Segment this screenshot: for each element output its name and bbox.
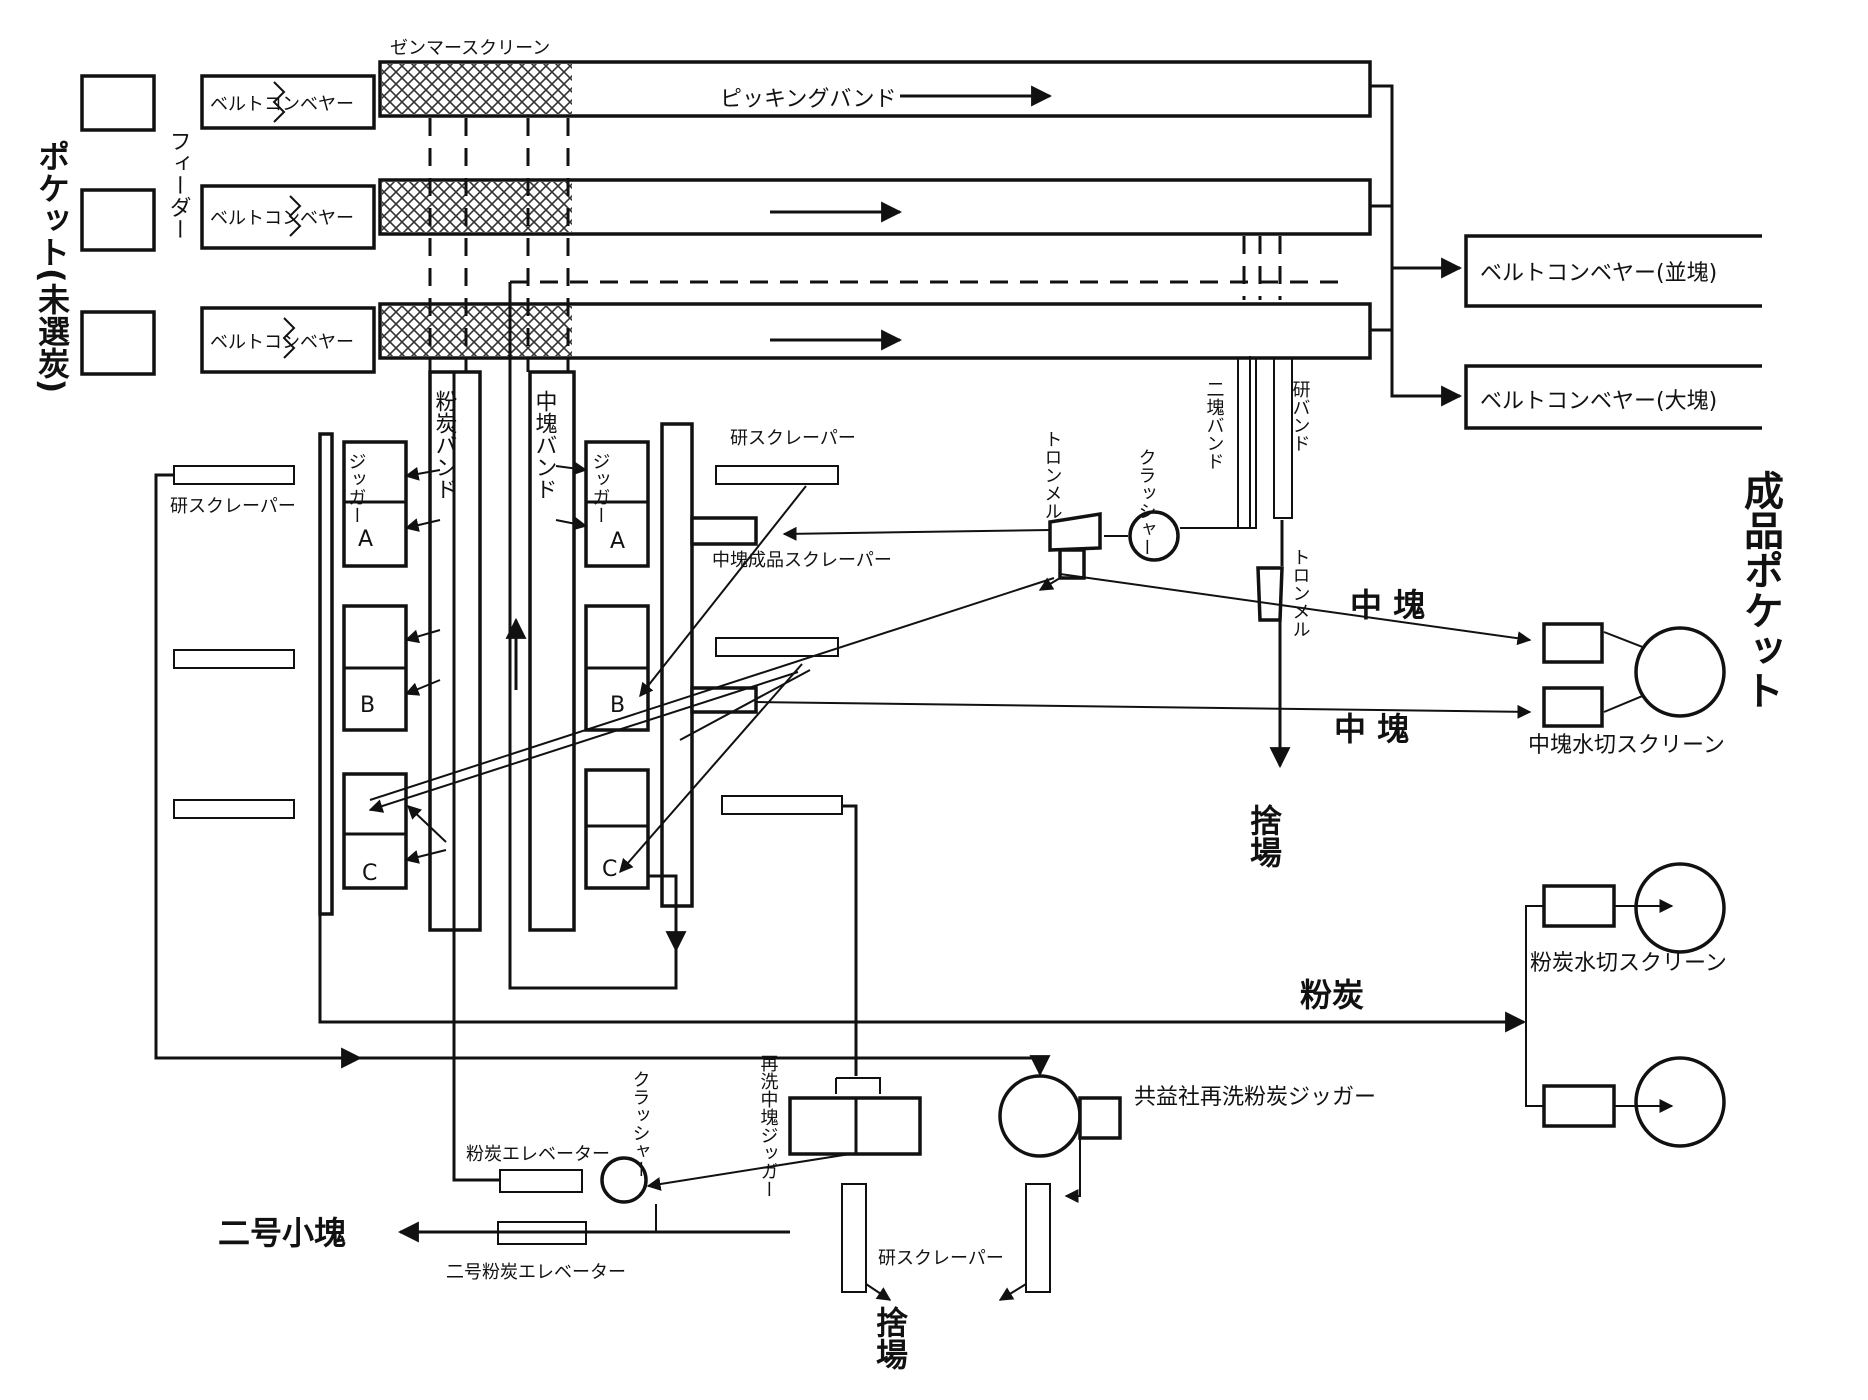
product-pocket-circles [1634,626,1726,1148]
belt-conveyor-1-label: ベルトコンベヤー [210,94,354,115]
mid-lump-band [528,370,576,932]
discard-1-label: 捨場 [1245,803,1283,869]
crusher-1-label: クラッシャー [1136,448,1157,556]
sed-b-left: B [360,693,375,718]
kyoeki-jigger-box [1078,1096,1122,1140]
belt-conveyor-2-label: ベルトコンベヤー [210,208,354,229]
fine-coal-label: 粉炭 [1300,976,1364,1014]
kyoeki-feed [156,1055,1051,1077]
sed-c-right: C [602,857,617,882]
mid-lump-label-2: 中 塊 [1334,710,1409,748]
sludge-scrapers-left [173,465,295,819]
rewash-mid-jigger-label: 再洗中塊ジッガー [758,1054,779,1198]
scraper-to-rewash [842,804,858,1076]
mid-band-label: 中塊バンド [532,390,558,500]
sed-b-right: B [610,693,625,718]
right-jigger-rail [660,422,694,908]
trommel-screen-hatch [382,64,572,356]
fine-dewater-screens [1525,884,1674,1128]
jigger-right-label: ジッガー [590,452,611,524]
trommel-2 [1256,566,1284,622]
pocket-boxes [80,74,156,376]
svg-text:ポケット(未選炭): ポケット(未選炭) [33,140,71,393]
mid-lump-flows [755,573,1532,719]
belt-conveyor-3-label: ベルトコンベヤー [210,332,354,353]
sludge-scraper-left-label: 研スクレーパー [170,496,296,517]
dashed-flow-lines [428,118,1340,372]
pocket-unsorted-label: ポケット(未選炭) [33,140,71,393]
no2-small-label: 二号小塊 [218,1214,346,1252]
fine-coal-line [318,914,1527,1033]
crusher-2 [600,1156,648,1204]
sludge-scraper-bottom-label: 研スクレーパー [878,1248,1004,1269]
feeder-label: フィーダー [166,130,191,240]
sed-a-right: A [610,529,625,554]
flow-arrows-bands [770,85,1053,351]
mid-product-scraper-label: 中塊成品スクレーパー [712,550,892,571]
sed-c-left: C [362,861,377,886]
discard-2-label: 捨場 [871,1305,909,1371]
output-connectors [1370,84,1463,407]
crusher-1 [1128,510,1180,562]
rewash-chute [835,1077,881,1094]
sludge-scraper-right-label: 研スクレーパー [730,428,856,449]
left-jigger-cells [342,440,408,890]
mid-dewater-label: 中塊水切スクリーン [1528,733,1725,758]
picking-band-label: ピッキングバンド [720,87,896,112]
trommel-1-label: トロンメル [1042,430,1063,520]
fine-band-to-elevator [452,372,500,1182]
scraper-arrows [368,485,811,874]
kyoeki-jigger [998,1074,1082,1158]
band-small2-label: 二塊バンド [1204,380,1225,470]
band-small2-sludge [1237,357,1293,529]
belt-conveyors [200,74,376,374]
mid-band-arrows [555,461,588,531]
output-conveyors [1464,234,1762,430]
mid-dewater-screens [1542,622,1678,728]
fine-elevator-label: 粉炭エレベーター [466,1144,610,1165]
product-pocket-label: 成品ポケット [1737,470,1784,710]
trommel-1 [1048,511,1102,580]
rewash-to-crusher [646,1153,851,1191]
bottom-sludge-scrapers [841,1138,1081,1301]
jigger-left-label: ジッガー [346,452,367,524]
crusher-feed-lines [369,356,1251,801]
left-jigger-rail [318,432,334,916]
conveyor-lump-label: ベルトコンベヤー(並塊) [1480,261,1717,286]
right-rail-drop [648,874,687,953]
product-chutes [690,516,758,714]
no2-fine-elevator-label: 二号粉炭エレベーター [446,1262,626,1283]
conveyor-big-label: ベルトコンベヤー(大塊) [1480,389,1717,414]
fine-band-arrows [404,466,447,864]
right-jigger-cells [584,440,650,890]
trommel-2-label: トロンメル [1290,548,1311,638]
kyoeki-jigger-label: 共益社再洗粉炭ジッガー [1134,1085,1376,1110]
trommel-screen-label: ゼンマースクリーン [390,38,550,59]
sed-a-left: A [358,527,373,552]
band-sludge-label: 研バンド [1290,380,1311,452]
mid-lump-label-1: 中 塊 [1350,586,1425,624]
fine-dewater-label: 粉炭水切スクリーン [1530,951,1727,976]
crusher-2-label: クラッシャー [630,1070,651,1178]
fine-elevator [499,1169,583,1193]
